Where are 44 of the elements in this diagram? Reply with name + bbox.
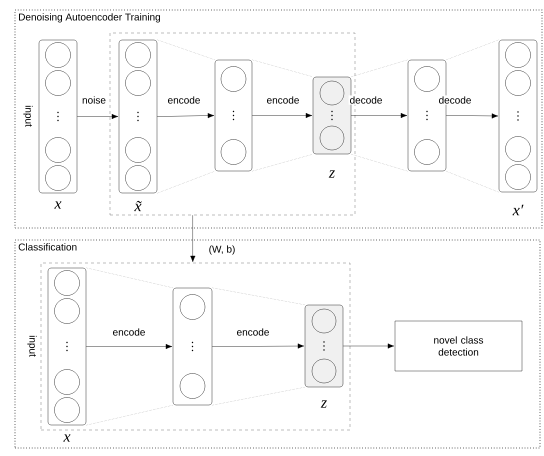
process-box: novel class detection xyxy=(394,320,522,372)
neuron-layer xyxy=(214,60,252,172)
rotated-label: input xyxy=(27,336,37,357)
edge-label: noise xyxy=(81,95,107,105)
arrow xyxy=(86,344,172,350)
arrow xyxy=(77,114,118,120)
neuron-layer xyxy=(312,76,352,154)
funnel-line xyxy=(446,171,499,192)
neuron-layer xyxy=(38,40,78,194)
neuron-layer xyxy=(172,288,212,406)
funnel-line xyxy=(252,154,313,172)
arrow xyxy=(343,343,394,349)
rotated-label: input xyxy=(23,106,33,127)
funnel-line xyxy=(212,288,305,305)
neuron-layer xyxy=(48,268,86,426)
arrow xyxy=(351,112,408,118)
edge-label: decode xyxy=(438,95,472,105)
variable-label: z xyxy=(328,170,335,178)
variable-label: x′ xyxy=(512,204,524,216)
variable-label: x xyxy=(63,434,70,442)
edge-label: encode xyxy=(112,327,146,337)
edge-label: decode xyxy=(348,95,384,105)
arrow xyxy=(446,113,498,119)
funnel-line xyxy=(446,40,499,60)
arrow xyxy=(190,215,196,262)
edge-label: encode xyxy=(236,327,270,337)
neuron-layer xyxy=(498,40,538,192)
funnel-line xyxy=(351,60,408,77)
arrow xyxy=(212,343,304,349)
funnel-line xyxy=(252,60,313,77)
arrow xyxy=(157,113,214,118)
edge-label: encode xyxy=(166,95,202,105)
edge-label: (W, b) xyxy=(208,244,236,256)
edge-label: encode xyxy=(266,95,300,105)
variable-label: z xyxy=(320,400,327,408)
funnel-line xyxy=(212,387,305,406)
variable-label: x̃ xyxy=(134,200,142,212)
funnel-line xyxy=(157,171,215,194)
dashed-group-box xyxy=(40,262,350,430)
neuron-layer xyxy=(304,304,344,388)
funnel-line xyxy=(351,154,408,172)
neuron-layer xyxy=(118,40,158,194)
arrow xyxy=(252,112,312,118)
variable-label: x xyxy=(54,201,62,209)
